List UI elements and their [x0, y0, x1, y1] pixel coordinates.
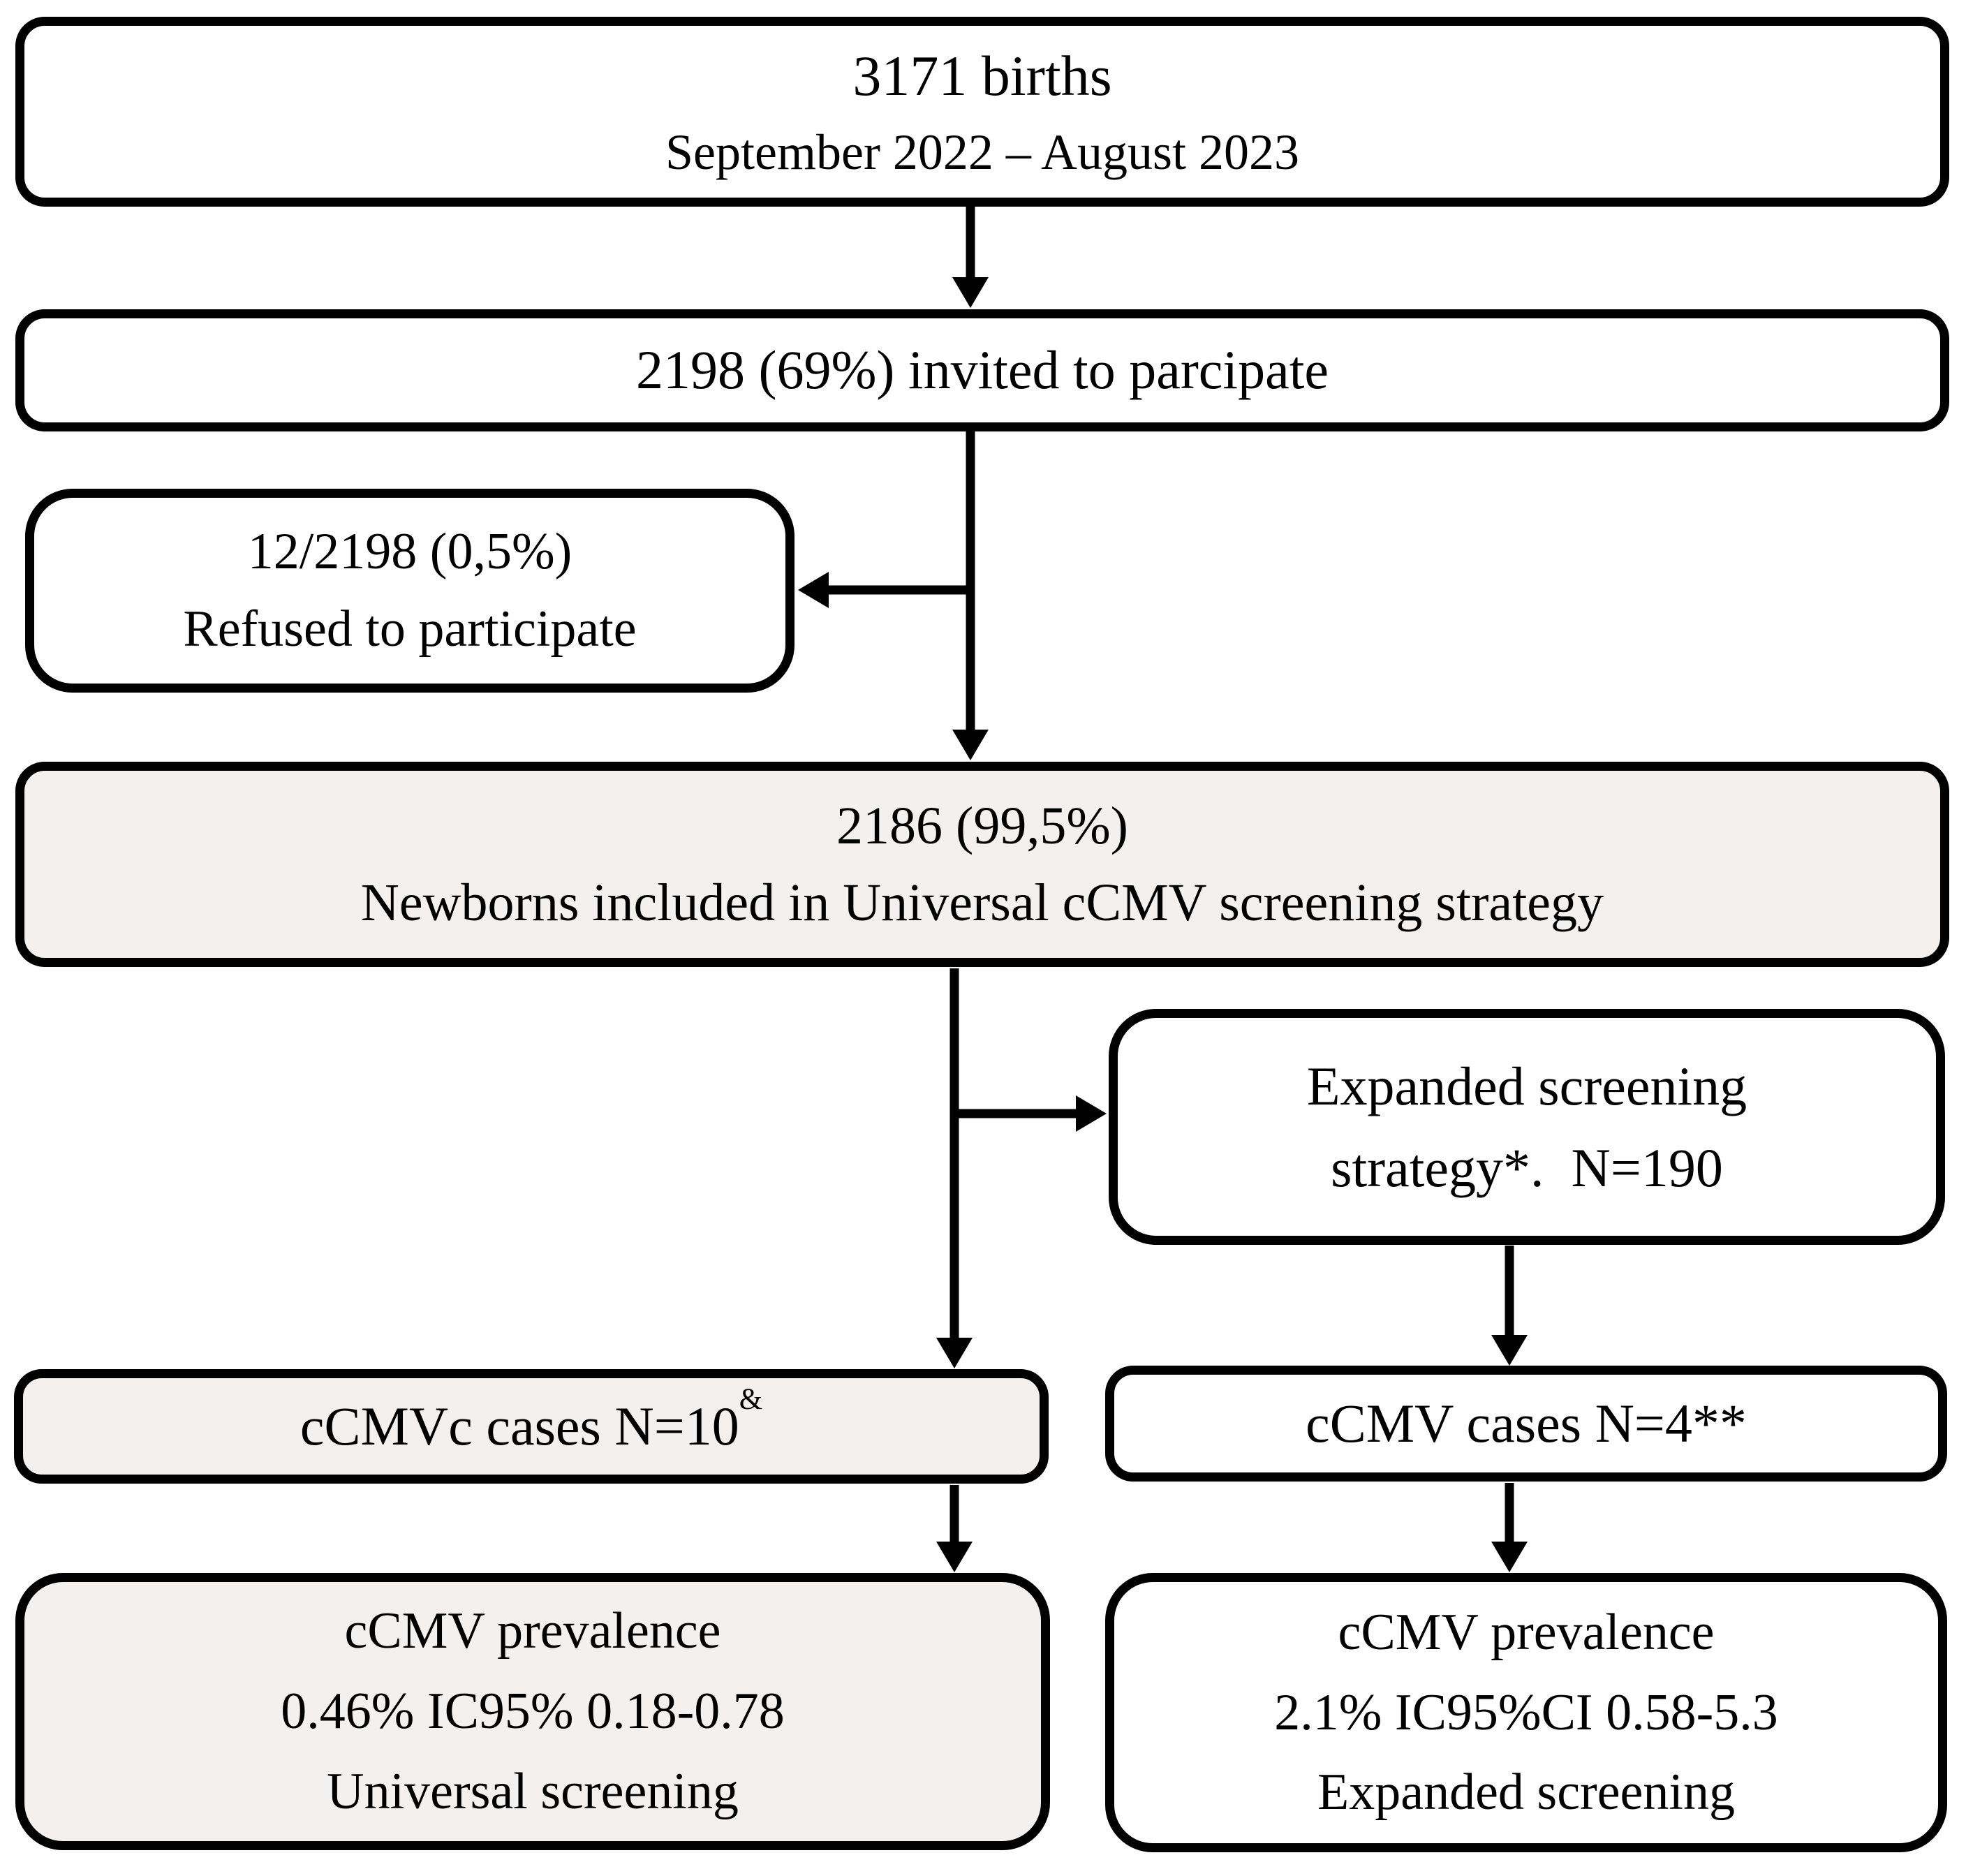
expanded-line2: strategy*. N=190 [1331, 1137, 1723, 1198]
refused-count: 12/2198 (0,5%) [247, 523, 572, 580]
expanded-screening-box: Expanded screening strategy*. N=190 [1109, 1009, 1945, 1245]
arrow-births-to-invited [952, 207, 989, 308]
arrow-branch-expanded-screening [954, 1095, 1107, 1132]
cases-universal-text: cCMVc cases N=10& [300, 1384, 762, 1465]
prevalence-universal-label: Universal screening [327, 1762, 739, 1820]
prevalence-expanded-value: 2.1% IC95%CI 0.58-5.3 [1274, 1683, 1778, 1741]
births-period: September 2022 – August 2023 [665, 124, 1299, 181]
cases-universal-count: cCMVc cases N=10 [300, 1395, 739, 1456]
prevalence-universal-title: cCMV prevalence [344, 1602, 721, 1660]
cases-universal-box: cCMVc cases N=10& [14, 1369, 1049, 1484]
expanded-line1: Expanded screening [1306, 1056, 1747, 1116]
cases-expanded-text: cCMV cases N=4** [1306, 1392, 1747, 1454]
included-count: 2186 (99,5%) [836, 796, 1128, 855]
arrow-invited-to-included [952, 430, 989, 760]
invited-box: 2198 (69%) invited to parcipate [15, 309, 1949, 431]
refused-label: Refused to participate [183, 600, 637, 658]
prevalence-universal-value: 0.46% IC95% 0.18-0.78 [281, 1683, 785, 1741]
cases-universal-footnote-mark: & [739, 1383, 763, 1417]
prevalence-expanded-box: cCMV prevalence 2.1% IC95%CI 0.58-5.3 Ex… [1105, 1573, 1947, 1852]
births-count: 3171 births [852, 43, 1112, 108]
prevalence-expanded-title: cCMV prevalence [1338, 1603, 1715, 1661]
arrow-expanded-to-cases-expanded [1491, 1246, 1528, 1366]
included-box: 2186 (99,5%) Newborns included in Univer… [15, 762, 1949, 967]
arrow-branch-refused [798, 572, 970, 608]
arrow-included-to-cases-universal [936, 968, 973, 1368]
prevalence-universal-box: cCMV prevalence 0.46% IC95% 0.18-0.78 Un… [15, 1573, 1050, 1850]
prevalence-expanded-label: Expanded screening [1317, 1764, 1735, 1822]
arrow-cases-expanded-to-prevalence-expanded [1491, 1483, 1528, 1572]
arrow-cases-universal-to-prevalence-universal [936, 1485, 973, 1572]
births-box: 3171 births September 2022 – August 2023 [15, 17, 1949, 207]
cases-expanded-box: cCMV cases N=4** [1105, 1366, 1947, 1482]
invited-text: 2198 (69%) invited to parcipate [635, 339, 1329, 401]
refused-box: 12/2198 (0,5%) Refused to participate [25, 489, 794, 693]
included-label: Newborns included in Universal cCMV scre… [361, 873, 1604, 932]
